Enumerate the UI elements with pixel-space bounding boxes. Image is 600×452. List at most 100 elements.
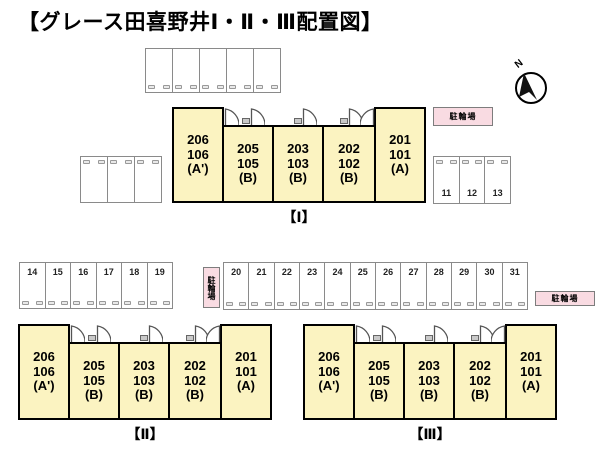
parking-stall-11: 11 [434, 157, 459, 203]
parking-row-14-19: 14 15 16 17 18 19 [19, 262, 173, 309]
parking-stall [107, 157, 134, 202]
building-1: 206 106 (A') 205 105 (B) 203 103 (B) 202… [172, 107, 426, 225]
stall-number: 29 [459, 267, 470, 277]
wheel-stops [276, 302, 297, 306]
door-swing-icon [433, 325, 448, 342]
parking-stall [199, 49, 226, 92]
bicycle-parking-label-right: 駐輪場 [535, 291, 595, 306]
door-leaf-icon [88, 335, 96, 341]
stall-number: 23 [307, 267, 318, 277]
parking-stall-26: 26 [374, 263, 400, 309]
parking-stall [146, 49, 172, 92]
parking-stall-23: 23 [298, 263, 324, 309]
wheel-stops [22, 301, 43, 305]
wheel-stops [487, 160, 509, 164]
stall-number: 26 [383, 267, 394, 277]
wheel-stops [175, 85, 197, 89]
wheel-stops [148, 85, 170, 89]
wheel-stops [461, 160, 483, 164]
parking-stall-20: 20 [224, 263, 248, 309]
wheel-stops [226, 302, 247, 306]
room-206-106: 206 106 (A') [303, 324, 355, 420]
room-205-105: 205 105 (B) [70, 342, 120, 420]
door-swing-icon [96, 325, 111, 342]
door-leaf-icon [340, 118, 348, 124]
stall-number: 20 [231, 267, 242, 277]
door-swing-icon [206, 325, 221, 342]
door-leaf-icon [186, 335, 194, 341]
room-203-103: 203 103 (B) [120, 342, 170, 420]
stall-number: 30 [484, 267, 495, 277]
parking-stall-27: 27 [400, 263, 425, 309]
room-202-102: 202 102 (B) [170, 342, 220, 420]
stall-number: 25 [357, 267, 368, 277]
parking-stall-22: 22 [273, 263, 299, 309]
door-swing-icon [250, 108, 265, 125]
stall-number: 24 [332, 267, 343, 277]
wheel-stops [47, 301, 68, 305]
north-compass-icon: N [513, 58, 547, 104]
door-swing-icon [381, 325, 396, 342]
parking-row-11-13: 11 12 13 [433, 156, 511, 204]
stall-number: 19 [154, 267, 165, 277]
door-swing-icon [70, 325, 85, 342]
stall-number: 12 [467, 188, 478, 198]
parking-stall-17: 17 [95, 263, 122, 308]
parking-stall-30: 30 [476, 263, 501, 309]
parking-stall-24: 24 [324, 263, 349, 309]
door-swing-icon [355, 325, 370, 342]
parking-stall-28: 28 [425, 263, 451, 309]
door-leaf-icon [294, 118, 302, 124]
wheel-stops [403, 302, 424, 306]
room-202-102: 202 102 (B) [324, 125, 374, 203]
wheel-stops [436, 160, 457, 164]
wheel-stops [124, 301, 145, 305]
parking-stall [81, 157, 107, 202]
door-leaf-icon [140, 335, 148, 341]
room-201-101: 201 101 (A) [374, 107, 426, 203]
room-203-103: 203 103 (B) [274, 125, 324, 203]
stall-number: 18 [129, 267, 140, 277]
parking-stall-29: 29 [450, 263, 476, 309]
building-3-label: 【Ⅲ】 [409, 426, 451, 442]
wheel-stops [504, 302, 525, 306]
north-label: N [513, 58, 525, 71]
wheel-stops [428, 302, 449, 306]
parking-stall-21: 21 [248, 263, 273, 309]
compass-needle [519, 73, 537, 100]
room-205-105: 205 105 (B) [224, 125, 274, 203]
stall-number: 15 [52, 267, 63, 277]
room-201-101: 201 101 (A) [220, 324, 272, 420]
wheel-stops [137, 160, 159, 164]
stall-number: 11 [441, 188, 452, 198]
parking-row-top [145, 48, 281, 93]
bicycle-parking-label-middle: 駐輪場 [203, 267, 220, 308]
door-swing-icon [148, 325, 163, 342]
parking-row-left [80, 156, 162, 203]
wheel-stops [377, 302, 399, 306]
parking-stall-19: 19 [146, 263, 173, 308]
wheel-stops [98, 301, 119, 305]
door-leaf-icon [425, 335, 433, 341]
wheel-stops [301, 302, 323, 306]
room-201-101: 201 101 (A) [505, 324, 557, 420]
wheel-stops [202, 85, 224, 89]
stall-number: 27 [408, 267, 419, 277]
room-206-106: 206 106 (A') [172, 107, 224, 203]
wheel-stops [256, 85, 278, 89]
parking-stall-31: 31 [501, 263, 527, 309]
stall-number: 22 [281, 267, 292, 277]
stall-number: 13 [492, 188, 503, 198]
stall-number: 14 [27, 267, 38, 277]
parking-stall-25: 25 [349, 263, 375, 309]
parking-stall-13: 13 [484, 157, 510, 203]
door-leaf-icon [242, 118, 250, 124]
wheel-stops [251, 302, 272, 306]
wheel-stops [352, 302, 373, 306]
door-swing-icon [360, 108, 375, 125]
wheel-stops [479, 302, 500, 306]
room-206-106: 206 106 (A') [18, 324, 70, 420]
door-swing-icon [491, 325, 506, 342]
parking-stall-18: 18 [121, 263, 147, 308]
room-202-102: 202 102 (B) [455, 342, 505, 420]
